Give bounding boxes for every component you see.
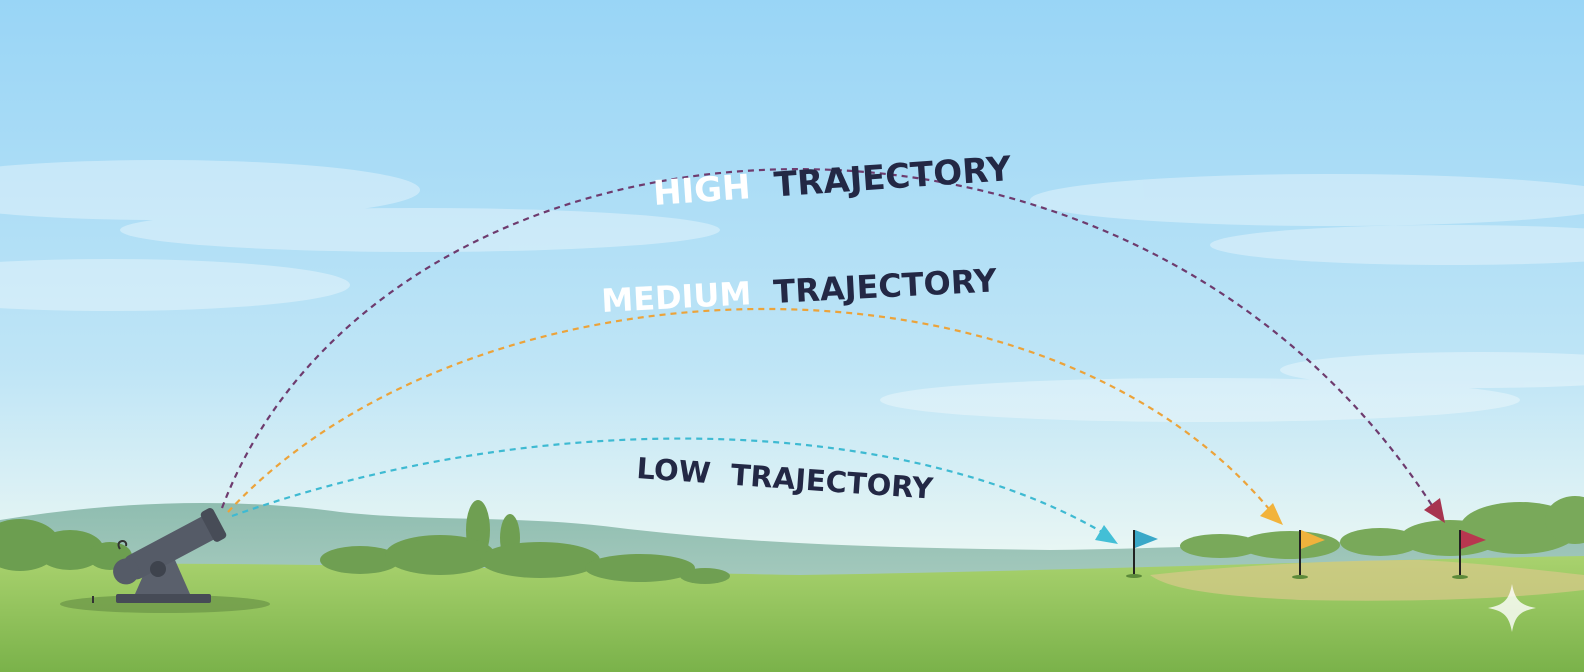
cannon-icon xyxy=(60,508,270,613)
high-arrowhead xyxy=(1424,498,1445,523)
high-trajectory-path xyxy=(220,168,1441,519)
dirt-patch xyxy=(1150,560,1584,601)
low-label-prefix: LOW xyxy=(636,451,712,490)
trajectory-arcs xyxy=(220,168,1441,539)
medium-arrowhead xyxy=(1260,503,1283,525)
flag-low xyxy=(1126,530,1158,578)
high-label-prefix: HIGH xyxy=(652,167,752,214)
medium-label-prefix: MEDIUM xyxy=(600,274,752,320)
bushes-right xyxy=(1180,496,1584,559)
low-arrowhead xyxy=(1095,525,1118,544)
flag-medium xyxy=(1292,530,1325,579)
flag-medium-cloth xyxy=(1301,530,1325,549)
bushes-middle xyxy=(320,500,730,584)
sparkle-icon xyxy=(1488,584,1536,632)
flag-high xyxy=(1452,530,1486,579)
flag-low-cloth xyxy=(1135,530,1158,548)
low-trajectory-path xyxy=(231,437,1113,539)
flag-high-cloth xyxy=(1461,530,1486,549)
clouds xyxy=(0,160,1584,422)
